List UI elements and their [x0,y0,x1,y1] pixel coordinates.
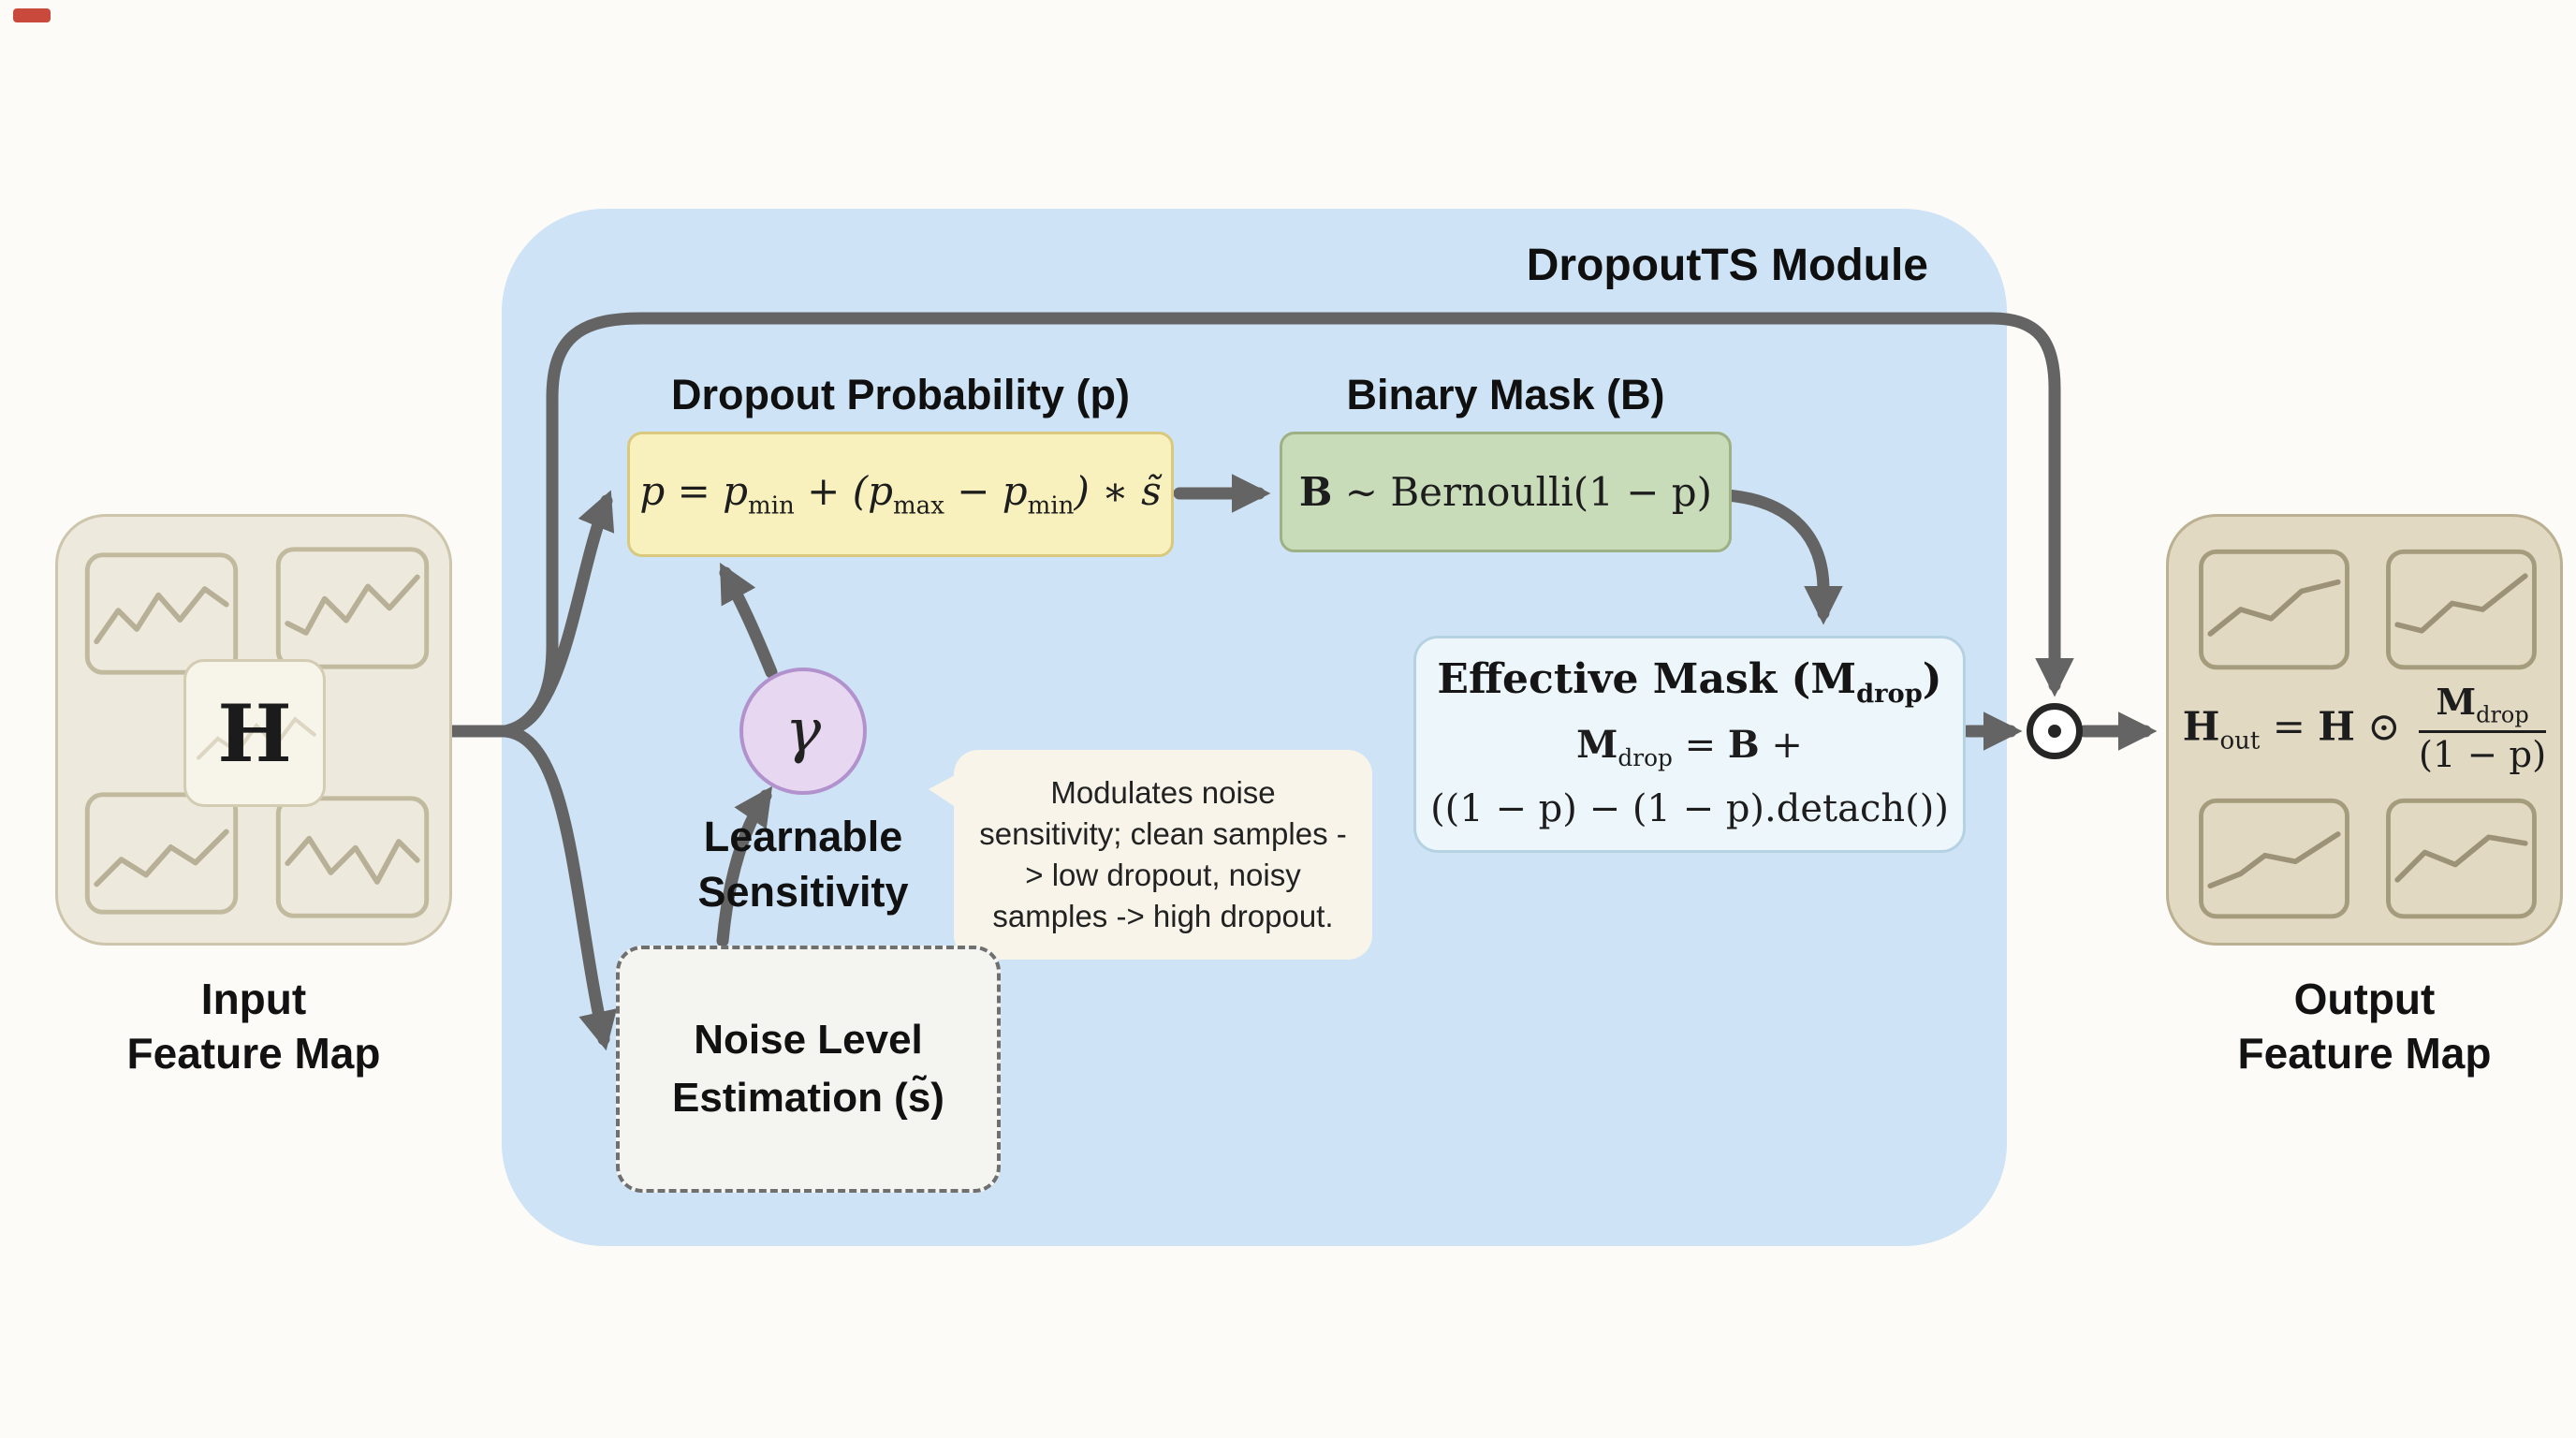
mini-chart-sketch [2199,798,2349,919]
learnable-sensitivity-line2: Sensitivity [697,868,909,916]
fraction-denominator: (1 − p) [2418,734,2547,777]
output-caption-line2: Feature Map [2237,1029,2492,1078]
formula-segment: Effective Mask (M [1437,655,1857,703]
noise-estimation-line1: Noise Level [694,1017,923,1063]
effective-mask-formula-line1: Mdrop = B + [1416,720,1963,784]
effective-mask-formula-line2: ((1 − p) − (1 − p).detach()) [1430,786,1949,830]
mini-chart-sketch [84,552,239,675]
formula-subscript: min [748,492,795,521]
mini-chart-sketch [2386,798,2537,919]
dropout-probability-title: Dropout Probability (p) [671,371,1130,418]
formula-segment: = [1672,723,1728,767]
formula-segment: ) ∗ s̃ [1074,468,1162,515]
mini-chart-sketch [275,547,430,669]
formula-segment: p = p [639,468,749,515]
arrow-to-noise-estimation [499,725,618,1051]
mini-chart-sketch [84,792,239,915]
learnable-sensitivity-line1: Learnable [703,813,903,860]
mini-chart-sketch [197,716,316,760]
output-caption-line1: Output [2293,975,2436,1023]
noise-level-estimation-box: Noise Level Estimation (s̃) [616,946,1001,1193]
input-symbol-card: H [183,659,326,807]
tooltip-text: Modulates noise sensitivity; clean sampl… [979,775,1347,933]
input-caption-line2: Feature Map [126,1029,381,1078]
dropout-probability-box: p = pmin + (pmax − pmin) ∗ s̃ [627,432,1174,557]
mini-chart-sketch [2199,549,2349,670]
gamma-node: γ [739,668,867,795]
formula-segment: + (p [794,468,893,515]
formula-segment: B [1298,469,1333,515]
effective-mask-title: Effective Mask (Mdrop) [1416,653,1963,720]
formula-segment: − p [944,468,1028,515]
corner-artifact [13,8,51,22]
formula-segment: B [1727,722,1760,767]
odot-operator: ⊙ [2354,703,2413,750]
formula-segment: = [2260,703,2319,750]
fraction-numerator: Mdrop [2418,682,2547,734]
gamma-tooltip: Modulates noise sensitivity; clean sampl… [929,750,1372,960]
output-feature-map-box: Hout = H ⊙ Mdrop(1 − p) [2166,514,2563,946]
noise-estimation-line2: Estimation (s̃) [672,1075,944,1121]
input-symbol: H [217,686,292,780]
output-formula-wrap: Hout = H ⊙ Mdrop(1 − p) [2169,517,2560,943]
output-caption: Output Feature Map [2166,972,2563,1080]
formula-subscript: min [1027,492,1075,521]
learnable-sensitivity-label: Learnable Sensitivity [616,809,990,919]
formula-subscript: drop [2476,701,2529,728]
formula-segment: ∼ Bernoulli(1 − p) [1332,469,1713,515]
formula-segment: ) [1922,655,1942,703]
input-caption: Input Feature Map [55,972,452,1080]
input-feature-map-box: H [55,514,452,946]
input-caption-line1: Input [200,975,307,1023]
formula-segment: + [1759,723,1803,767]
elementwise-multiply-dot [2048,725,2061,738]
tooltip-pointer [929,774,957,808]
arrow-noise-to-gamma [716,785,773,947]
formula-subscript: drop [1856,678,1923,709]
formula-segment: M [1576,722,1618,767]
arrow-skip-connection [499,312,2074,738]
binary-mask-box: B ∼ Bernoulli(1 − p) [1280,432,1732,552]
binary-mask-title: Binary Mask (B) [1346,371,1665,418]
formula-segment: M [2436,682,2477,725]
formula-fraction: Mdrop(1 − p) [2418,682,2547,777]
formula-subscript: drop [1617,743,1673,771]
effective-mask-box: Effective Mask (Mdrop) Mdrop = B + ((1 −… [1413,636,1966,853]
output-formula: Hout = H ⊙ Mdrop(1 − p) [2182,682,2547,777]
mini-chart-sketch [2386,549,2537,670]
formula-subscript: max [892,492,944,521]
formula-segment: H [2318,703,2355,750]
dropout-probability-formula: p = pmin + (pmax − pmin) ∗ s̃ [639,468,1161,520]
gamma-symbol: γ [784,697,822,766]
formula-subscript: out [2219,726,2261,756]
binary-mask-formula: B ∼ Bernoulli(1 − p) [1299,469,1712,515]
module-title: DropoutTS Module [1526,241,1928,290]
arrow-gamma-to-dropout [719,563,778,679]
formula-segment: H [2182,703,2220,750]
mini-chart-sketch [275,796,430,918]
arrow-binary-to-effective [1720,489,1843,625]
elementwise-multiply-node [2027,703,2083,759]
